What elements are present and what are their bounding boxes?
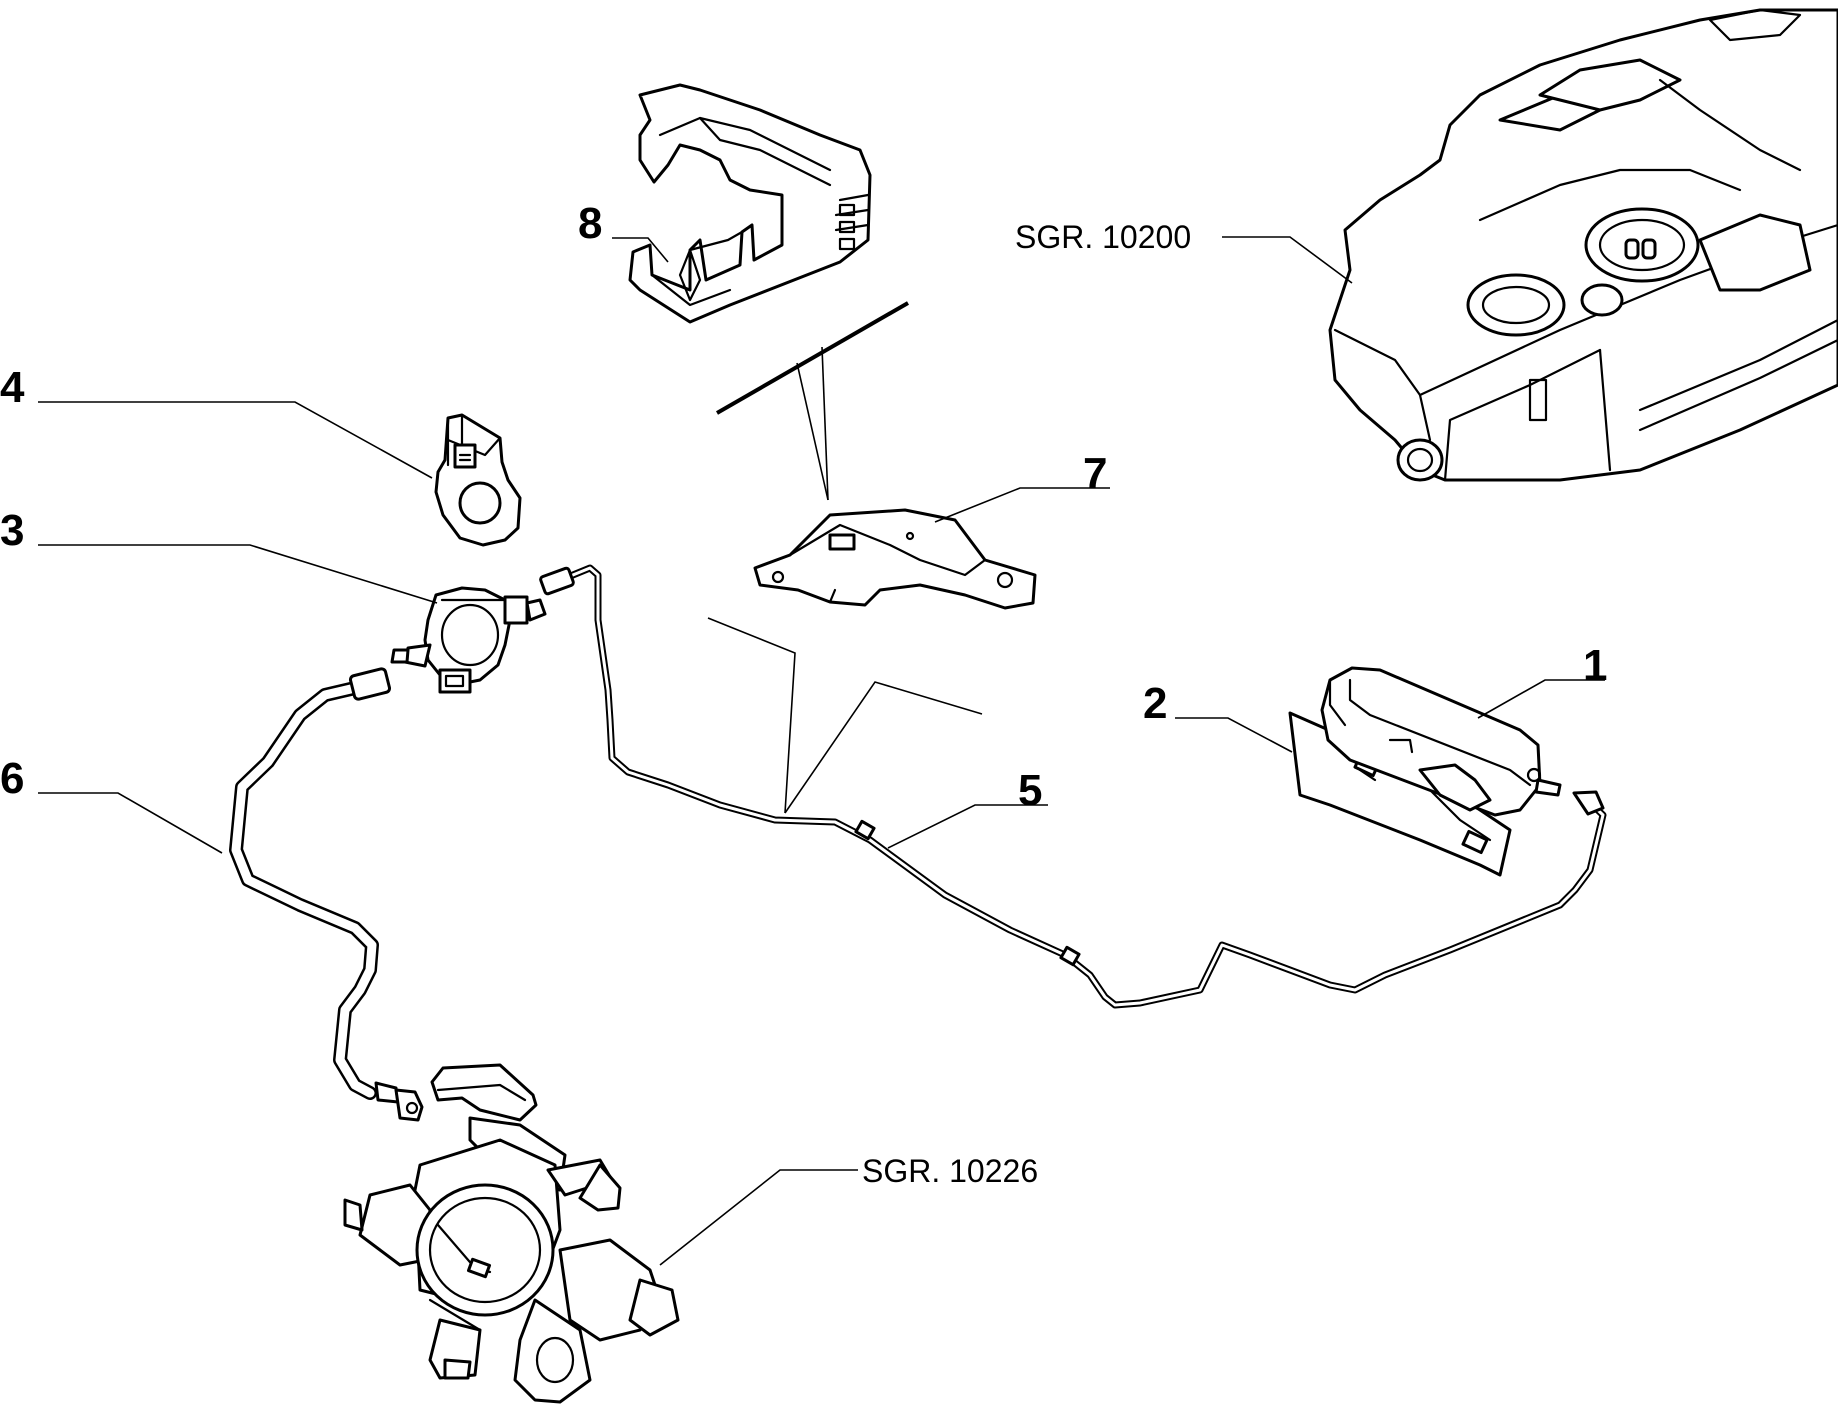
- callout-7: 7: [1083, 449, 1107, 498]
- callout-6: 6: [0, 754, 24, 803]
- leader-3: [38, 544, 438, 604]
- throttle-body-illustration: [343, 1063, 680, 1404]
- part-8-connector-bracket: [628, 83, 872, 324]
- part-6-hose: [229, 667, 424, 1122]
- callout-4: 4: [0, 363, 25, 412]
- part-4-clip: [434, 413, 522, 547]
- leader-4: [38, 401, 433, 479]
- leader-2: [1175, 717, 1293, 753]
- leader-throttle-body: [659, 1169, 858, 1266]
- part-1-carbon-canister: [1320, 666, 1562, 817]
- leader-1: [1477, 679, 1605, 719]
- leader-8: [612, 237, 669, 263]
- leader-fuel-tank: [1222, 236, 1353, 284]
- throttle-bore: [415, 1183, 555, 1317]
- reference-fuel-tank: SGR. 10200: [1015, 219, 1191, 255]
- assembly-indicator-lines: [707, 301, 983, 814]
- callout-5: 5: [1018, 766, 1042, 815]
- leader-6: [38, 792, 223, 854]
- part-3-valve: [390, 586, 547, 694]
- part-5-pipe: [539, 564, 1607, 1009]
- part-7-mounting-bracket: [753, 508, 1037, 610]
- reference-throttle-body: SGR. 10226: [862, 1153, 1038, 1189]
- callout-3: 3: [0, 506, 24, 555]
- leader-5: [887, 804, 1048, 849]
- callout-8: 8: [578, 199, 602, 248]
- leader-7: [934, 487, 1110, 523]
- fuel-tank-illustration: [1328, 8, 1838, 482]
- callout-2: 2: [1143, 679, 1167, 728]
- callout-1: 1: [1583, 641, 1607, 690]
- fuel-pump-flange: [1466, 273, 1566, 337]
